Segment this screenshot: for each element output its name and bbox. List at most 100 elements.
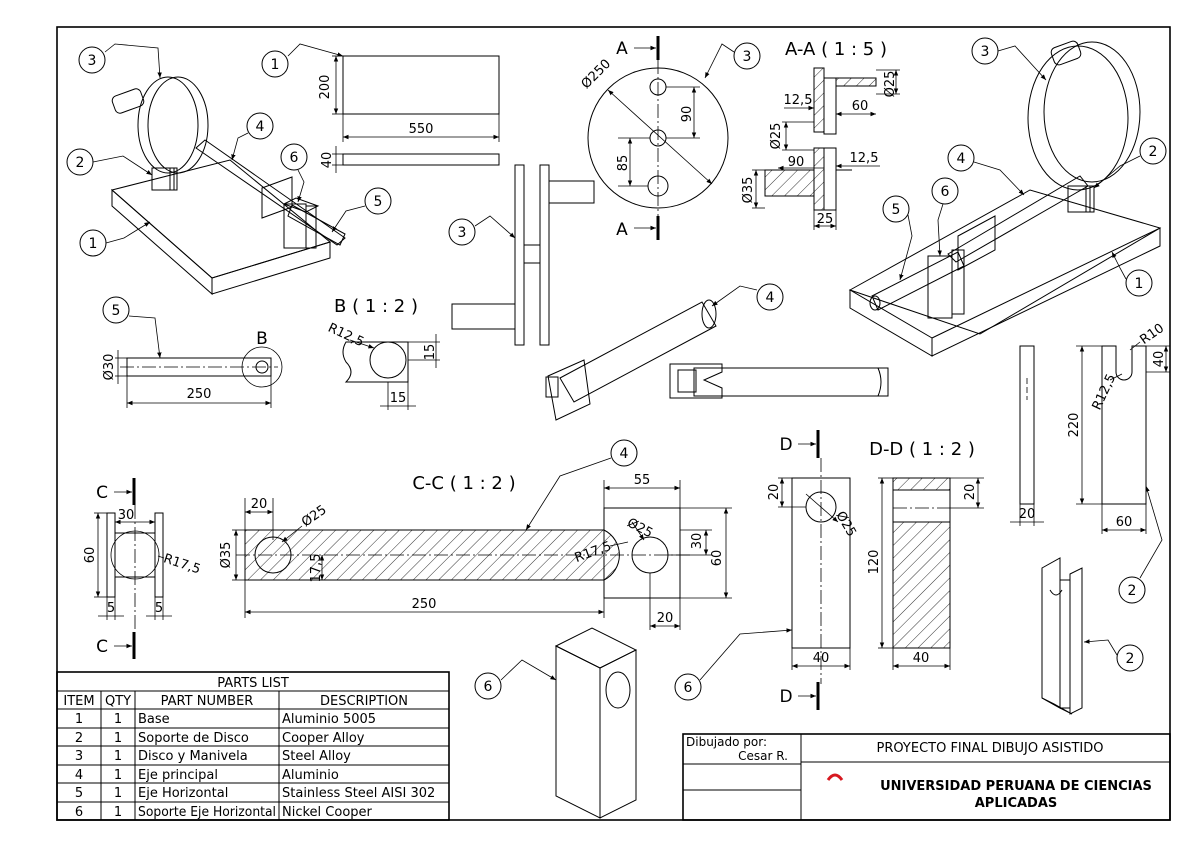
main-shaft-iso [545,299,717,421]
table-row: 1 1 Base Aluminio 5005 [75,712,376,727]
svg-text:3: 3 [458,225,467,241]
svg-text:R17,5: R17,5 [161,551,202,577]
support-block-iso [554,627,638,819]
svg-text:3: 3 [88,53,97,69]
svg-text:6: 6 [684,680,693,696]
svg-text:55: 55 [634,473,651,488]
balloon-2-iso: 2 [1083,639,1144,672]
svg-text:Ø25: Ø25 [299,503,330,531]
svg-text:A: A [616,39,628,59]
end-view-c: C 30 60 R17,5 5 5 C [83,478,202,659]
svg-text:1: 1 [114,712,122,727]
university-name-line1: UNIVERSIDAD PERUANA DE CIENCIAS [880,779,1152,794]
svg-text:40: 40 [913,651,930,666]
svg-text:Cooper Alloy: Cooper Alloy [282,731,365,746]
svg-text:4: 4 [957,151,966,167]
svg-text:90: 90 [788,155,805,170]
svg-text:5: 5 [112,303,121,319]
balloon-5-top-left: 5 [331,187,392,233]
svg-text:4: 4 [620,446,629,462]
svg-text:4: 4 [75,768,83,783]
svg-text:40: 40 [813,651,830,666]
main-shaft-side [669,363,889,399]
svg-text:1: 1 [114,805,122,820]
svg-text:R10: R10 [1138,321,1168,348]
table-row: 2 1 Soporte de Disco Cooper Alloy [75,731,365,746]
svg-text:30: 30 [690,533,705,550]
view-d: D 20 Ø25 40 D [767,430,859,710]
svg-text:220: 220 [1067,413,1082,438]
svg-text:1: 1 [114,786,122,801]
svg-text:15: 15 [423,344,438,361]
col-part-number: PART NUMBER [161,694,254,709]
svg-text:Ø25: Ø25 [832,509,858,540]
svg-text:6: 6 [941,184,950,200]
svg-text:Disco y Manivela: Disco y Manivela [138,749,248,764]
svg-text:Soporte de Disco: Soporte de Disco [138,731,249,746]
svg-text:A: A [616,220,628,240]
svg-text:4: 4 [256,119,265,135]
svg-text:6: 6 [75,805,83,820]
balloon-3-top-left: 3 [78,43,162,79]
balloon-5-top-right: 5 [882,195,913,281]
balloon-2-top-left: 2 [66,148,153,176]
table-row: 6 1 Soporte Eje Horizontal Nickel Cooper [75,805,373,820]
svg-text:5: 5 [75,786,83,801]
svg-text:40: 40 [1152,351,1167,368]
svg-text:30: 30 [118,508,135,523]
drawn-by-value: Cesar R. [738,749,788,763]
balloon-2-top-right: 2 [1093,137,1167,189]
svg-text:Ø35: Ø35 [741,177,756,204]
balloon-3-top-right: 3 [971,37,1047,81]
svg-text:Aluminio 5005: Aluminio 5005 [282,712,376,727]
svg-text:D: D [779,687,792,707]
svg-text:200: 200 [318,75,333,100]
svg-text:12,5: 12,5 [784,93,813,108]
svg-text:Soporte Eje Horizontal: Soporte Eje Horizontal [138,805,276,820]
svg-text:20: 20 [963,484,978,501]
svg-text:Eje Horizontal: Eje Horizontal [138,786,228,801]
col-description: DESCRIPTION [320,694,408,709]
svg-text:250: 250 [412,597,437,612]
sheet-border [56,26,1171,821]
svg-text:1: 1 [271,57,280,73]
svg-text:Ø25: Ø25 [883,71,898,98]
parts-list-table: PARTS LIST ITEM QTY PART NUMBER DESCRIPT… [56,671,450,821]
section-dd: D-D ( 1 : 2 ) 20 120 40 [867,439,984,670]
svg-text:2: 2 [75,731,83,746]
svg-text:4: 4 [766,290,775,306]
assembly-iso-right [848,40,1162,357]
svg-text:3: 3 [75,749,83,764]
balloon-1-top-left: 1 [79,221,151,257]
svg-text:120: 120 [867,550,882,575]
svg-text:Steel Alloy: Steel Alloy [282,749,351,764]
project-title: PROYECTO FINAL DIBUJO ASISTIDO [877,741,1104,756]
balloon-5-shaft: 5 [102,296,162,359]
balloon-1-base: 1 [261,43,344,78]
balloon-4-section-cc: 4 [525,439,638,531]
svg-text:3: 3 [981,44,990,60]
svg-text:20: 20 [767,484,782,501]
svg-text:85: 85 [616,155,631,172]
drawn-by-label: Dibujado por: [686,735,767,749]
svg-text:40: 40 [320,152,335,169]
assembly-iso-left [110,76,346,296]
balloon-3-side: 3 [448,215,516,246]
support-2-views: 20 R10 R12,5 40 220 60 [1010,321,1170,534]
university-name-line2: APLICADAS [975,796,1058,811]
balloon-3-disc: 3 [704,42,761,79]
svg-text:5: 5 [107,601,115,616]
balloon-6-view-d: 6 [674,628,793,701]
balloon-2-views: 2 [1118,485,1163,604]
svg-text:Stainless Steel AISI 302: Stainless Steel AISI 302 [282,786,435,801]
disc-front-view: Ø250 90 85 A A [579,36,729,240]
title-block: Dibujado por: Cesar R. PROYECTO FINAL DI… [682,733,1171,821]
col-qty: QTY [105,694,131,709]
section-cc: C-C ( 1 : 2 ) 20 Ø25 Ø35 17,5 250 55 R17… [219,473,732,630]
svg-text:C-C ( 1 : 2 ): C-C ( 1 : 2 ) [412,473,515,494]
svg-text:D-D ( 1 : 2 ): D-D ( 1 : 2 ) [869,439,975,460]
svg-text:1: 1 [1135,276,1144,292]
svg-text:C: C [96,637,108,657]
svg-text:Ø25: Ø25 [769,123,784,150]
